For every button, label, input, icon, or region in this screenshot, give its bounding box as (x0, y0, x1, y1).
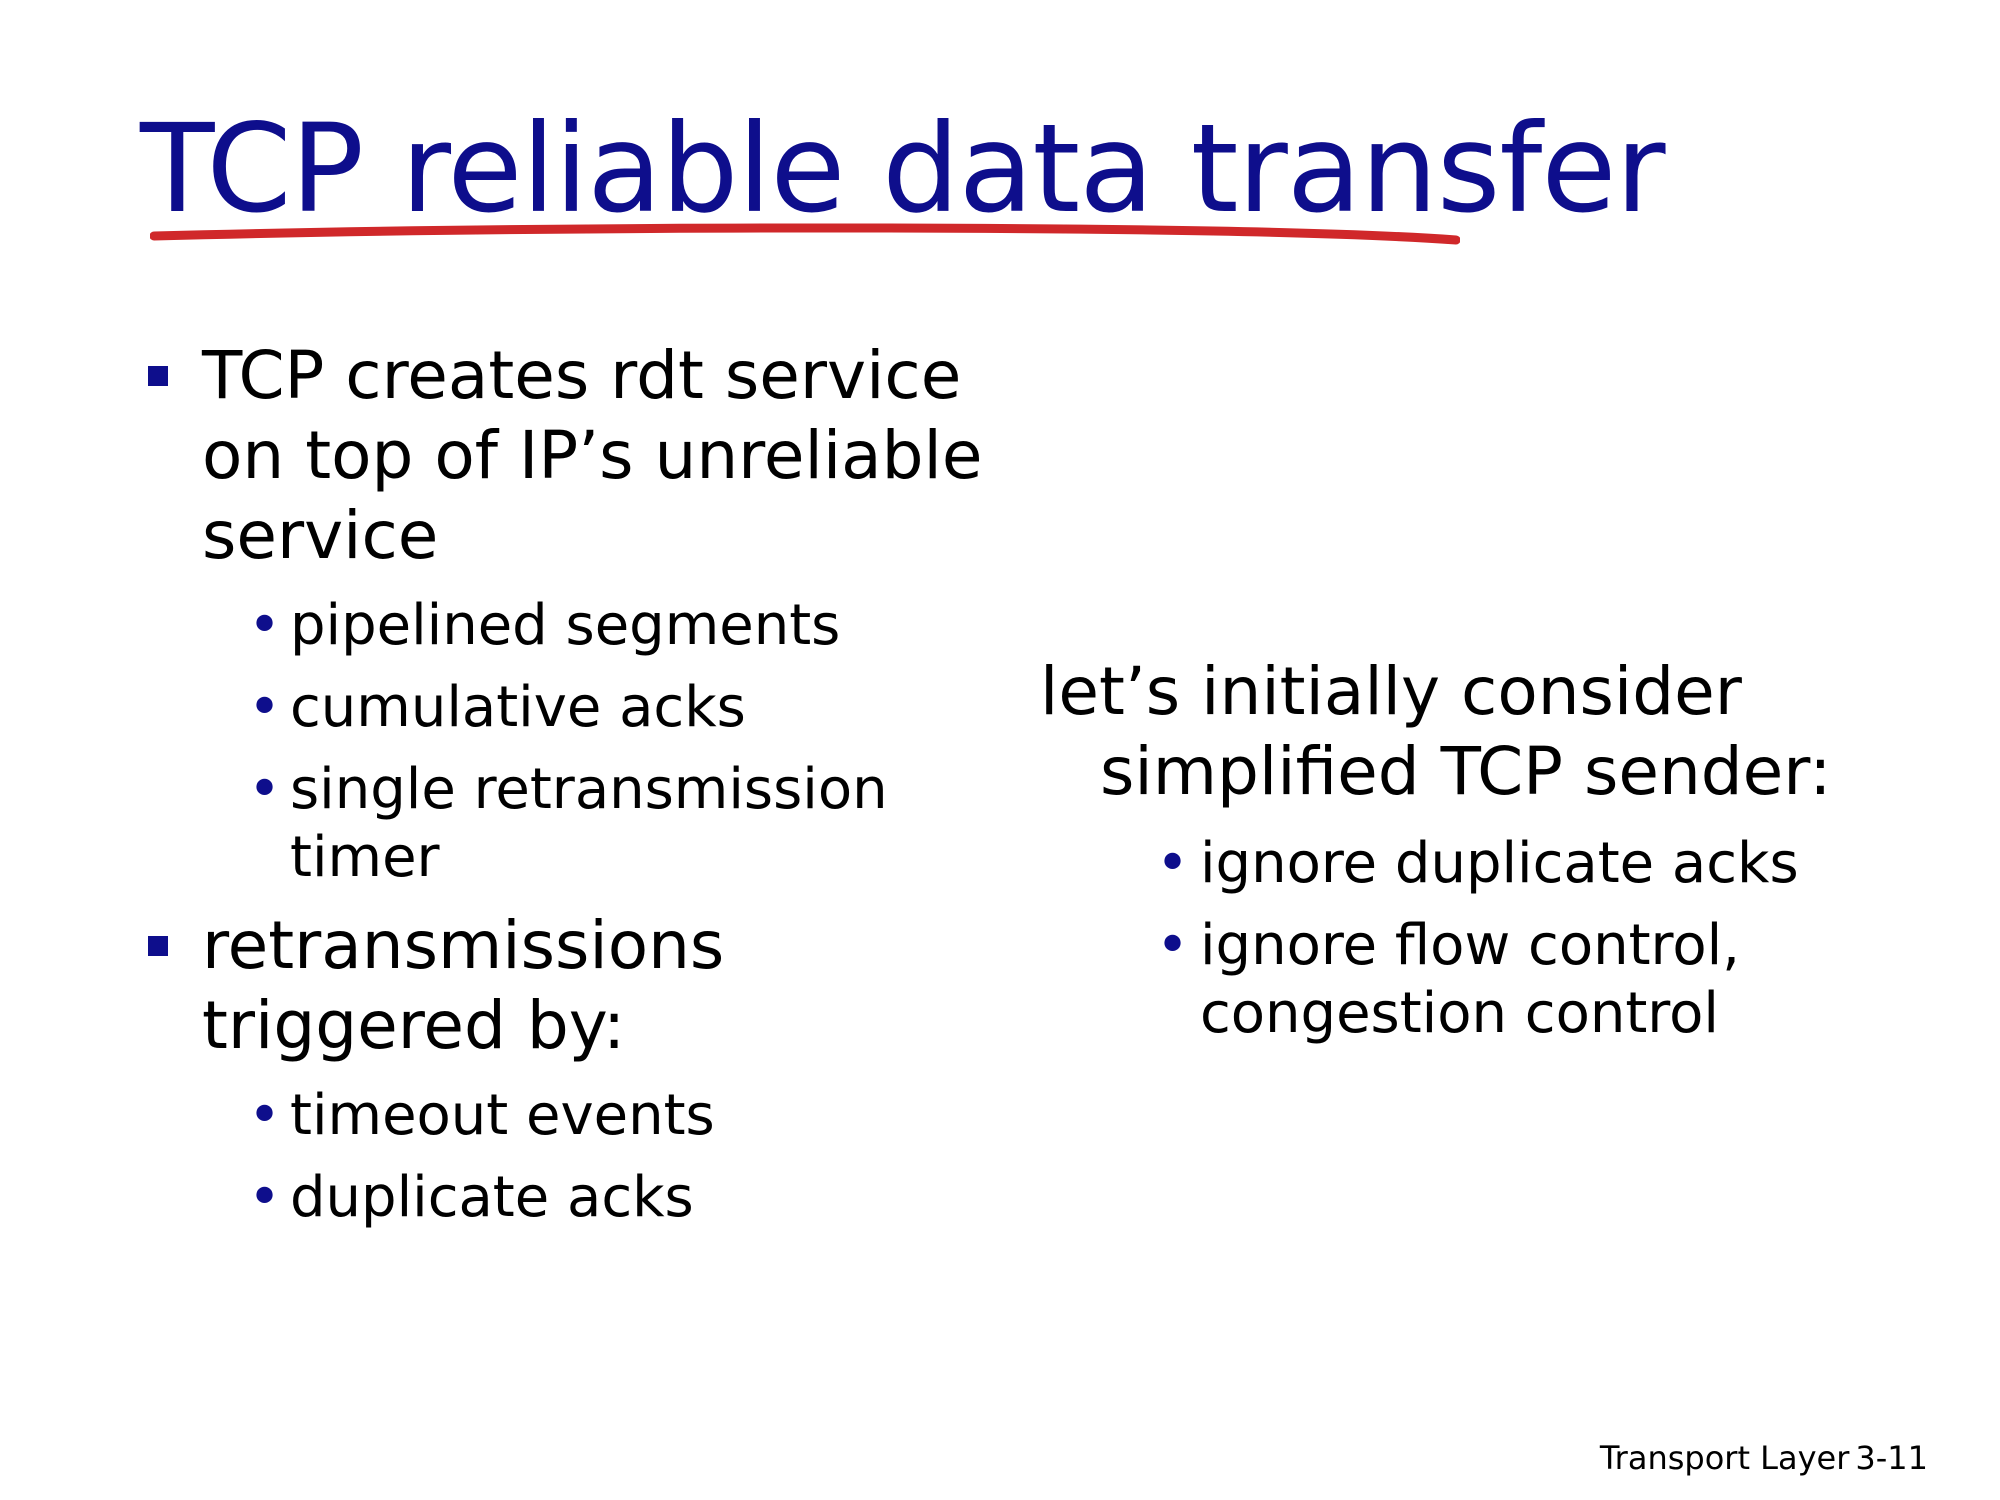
dot-bullet-icon: • (248, 757, 282, 822)
square-bullet-icon (148, 366, 168, 386)
sub-bullet-text: cumulative acks (290, 675, 746, 740)
sub-bullet-list: • pipelined segments • cumulative acks •… (140, 592, 1020, 892)
bullet-item: retransmissions triggered by: (140, 906, 1020, 1066)
dot-bullet-icon: • (1156, 831, 1190, 896)
sub-bullet-item: • single retransmission timer (140, 756, 1020, 892)
dot-bullet-icon: • (248, 593, 282, 658)
bullet-item: TCP creates rdt service on top of IP’s u… (140, 336, 1020, 576)
dot-bullet-icon: • (248, 1083, 282, 1148)
square-bullet-icon (148, 936, 168, 956)
dot-bullet-icon: • (248, 675, 282, 740)
bullet-text: retransmissions triggered by: (202, 907, 725, 1064)
sub-bullet-text: ignore duplicate acks (1200, 831, 1799, 896)
sub-bullet-text: timeout events (290, 1083, 715, 1148)
page-number: 3-11 (1855, 1439, 1928, 1477)
dot-bullet-icon: • (1156, 913, 1190, 978)
sub-bullet-text: pipelined segments (290, 593, 841, 658)
bullet-text: TCP creates rdt service on top of IP’s u… (202, 337, 983, 574)
sub-bullet-text: duplicate acks (290, 1165, 694, 1230)
left-column: TCP creates rdt service on top of IP’s u… (140, 336, 1020, 1246)
sub-bullet-list: • timeout events • duplicate acks (140, 1082, 1020, 1232)
footer-label: Transport Layer (1599, 1439, 1850, 1477)
sub-bullet-item: • ignore flow control, congestion contro… (1040, 912, 1940, 1048)
intro-text: let’s initially consider simplified TCP … (1040, 653, 1832, 810)
sub-bullet-item: • cumulative acks (140, 674, 1020, 742)
sub-bullet-item: • pipelined segments (140, 592, 1020, 660)
underline-stroke (150, 223, 1460, 245)
dot-bullet-icon: • (248, 1165, 282, 1230)
sub-bullet-item: • ignore duplicate acks (1040, 830, 1940, 898)
slide-title: TCP reliable data transfer (140, 98, 1666, 240)
sub-bullet-item: • timeout events (140, 1082, 1020, 1150)
title-underline (150, 223, 1460, 245)
right-column: let’s initially consider simplified TCP … (1040, 652, 1940, 1062)
sub-bullet-item: • duplicate acks (140, 1164, 1020, 1232)
sub-bullet-text: single retransmission timer (290, 757, 888, 890)
sub-bullet-text: ignore flow control, congestion control (1200, 913, 1740, 1046)
